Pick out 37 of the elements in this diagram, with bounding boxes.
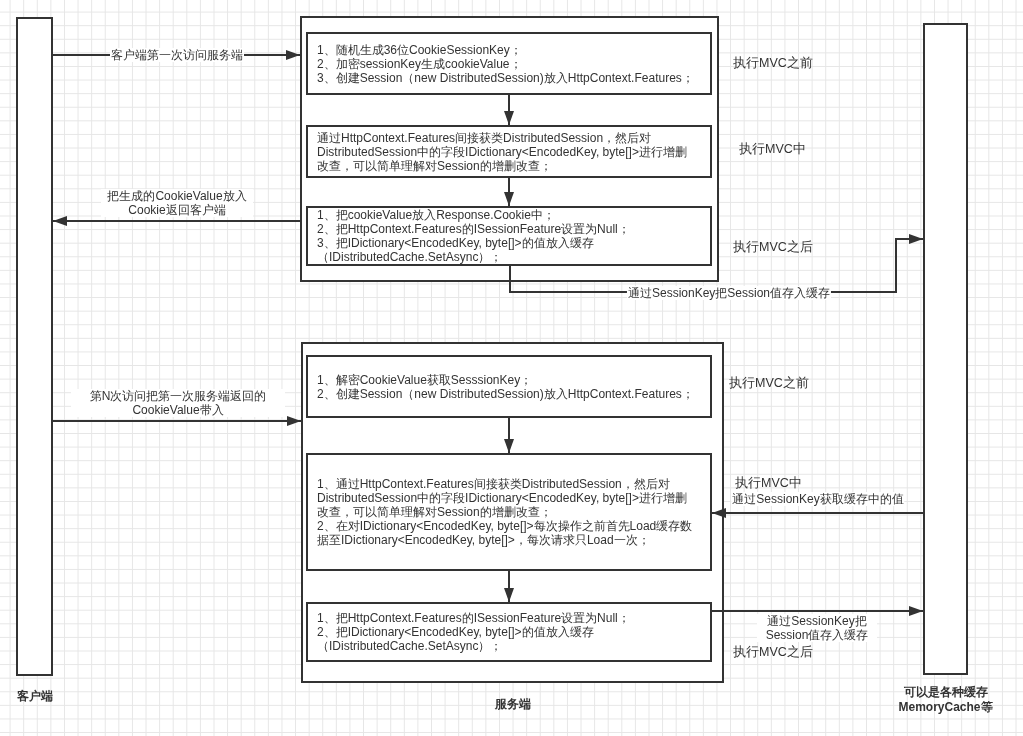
arrow xyxy=(504,177,514,207)
arrow xyxy=(711,508,924,518)
step-text: 2、创建Session（new DistributedSession)放入HttpContext.Features； xyxy=(317,386,695,401)
edge-label: 通过SessionKey把Session值存入缓存 xyxy=(626,286,832,300)
phase-label: 执行MVC中 xyxy=(739,142,806,156)
step-text: 通过HttpContext.Features间接获类DistributedSession，然后对DistributedSession中的字段IDictionary<EncodedKey, byte[]>进行增删改查，可以简单理解对Session的增删改查； xyxy=(317,130,688,173)
step-text: 1、解密CookieValue获取SesssionKey； xyxy=(317,372,534,387)
step-text: 1、把cookieValue放入Response.Cookie中； xyxy=(317,208,556,222)
step-text: 2、加密sessionKey生成cookieValue； xyxy=(317,56,523,71)
phase-label: 执行MVC之后 xyxy=(733,240,813,254)
phase-label: 执行MVC中 xyxy=(735,476,802,490)
step-text: 2、把HttpContext.Features的ISessionFeature设置为Null； xyxy=(317,222,631,236)
edge-label: 客户端第一次访问服务端 xyxy=(110,48,244,62)
arrow xyxy=(711,606,924,616)
step-text: 3、创建Session（new DistributedSession)放入HttpContext.Features； xyxy=(317,70,695,85)
step-text: 1、把HttpContext.Features的ISessionFeature设置为Null； xyxy=(317,611,631,625)
step-text: 3、把IDictionary<EncodedKey, byte[]>的值放入缓存（IDistributedCache.SetAsync）； xyxy=(317,236,595,264)
step-text: 2、把IDictionary<EncodedKey, byte[]>的值放入缓存（IDistributedCache.SetAsync）； xyxy=(317,625,595,653)
lifeline-label: MemoryCache等 xyxy=(898,699,993,714)
lifeline-label: 客户端 xyxy=(16,689,53,704)
arrow xyxy=(504,94,514,126)
arrow xyxy=(52,216,301,226)
phase-label: 执行MVC之前 xyxy=(733,56,813,70)
edge-label: 第N次访问把第一次服务端返回的CookieValue带入 xyxy=(71,389,285,417)
edge-label: 通过SessionKey把Session值存入缓存 xyxy=(757,614,877,642)
edge-label: 通过SessionKey获取缓存中的值 xyxy=(731,492,905,506)
step-text: 2、在对IDictionary<EncodedKey, byte[]>每次操作之前首先Load缓存数据至IDictionary<EncodedKey, byte[]>，每次请求只Load一次； xyxy=(317,519,694,547)
arrow xyxy=(504,417,514,454)
step-text: 1、随机生成36位CookieSessionKey； xyxy=(317,42,523,57)
arrow xyxy=(504,570,514,603)
arrow xyxy=(52,416,302,426)
step-text: 1、通过HttpContext.Features间接获类DistributedSession，然后对DistributedSession中的字段IDictionary<EncodedKey, byte[]>进行增删改查，可以简单理解对Session的增删改查； xyxy=(317,477,688,519)
edge-label: 把生成的CookieValue放入Cookie返回客户端 xyxy=(101,189,253,217)
phase-label: 执行MVC之前 xyxy=(729,376,809,390)
lifeline-label: 可以是各种缓存 xyxy=(903,685,988,700)
phase-label: 执行MVC之后 xyxy=(733,645,813,659)
group-label: 服务端 xyxy=(494,697,531,712)
